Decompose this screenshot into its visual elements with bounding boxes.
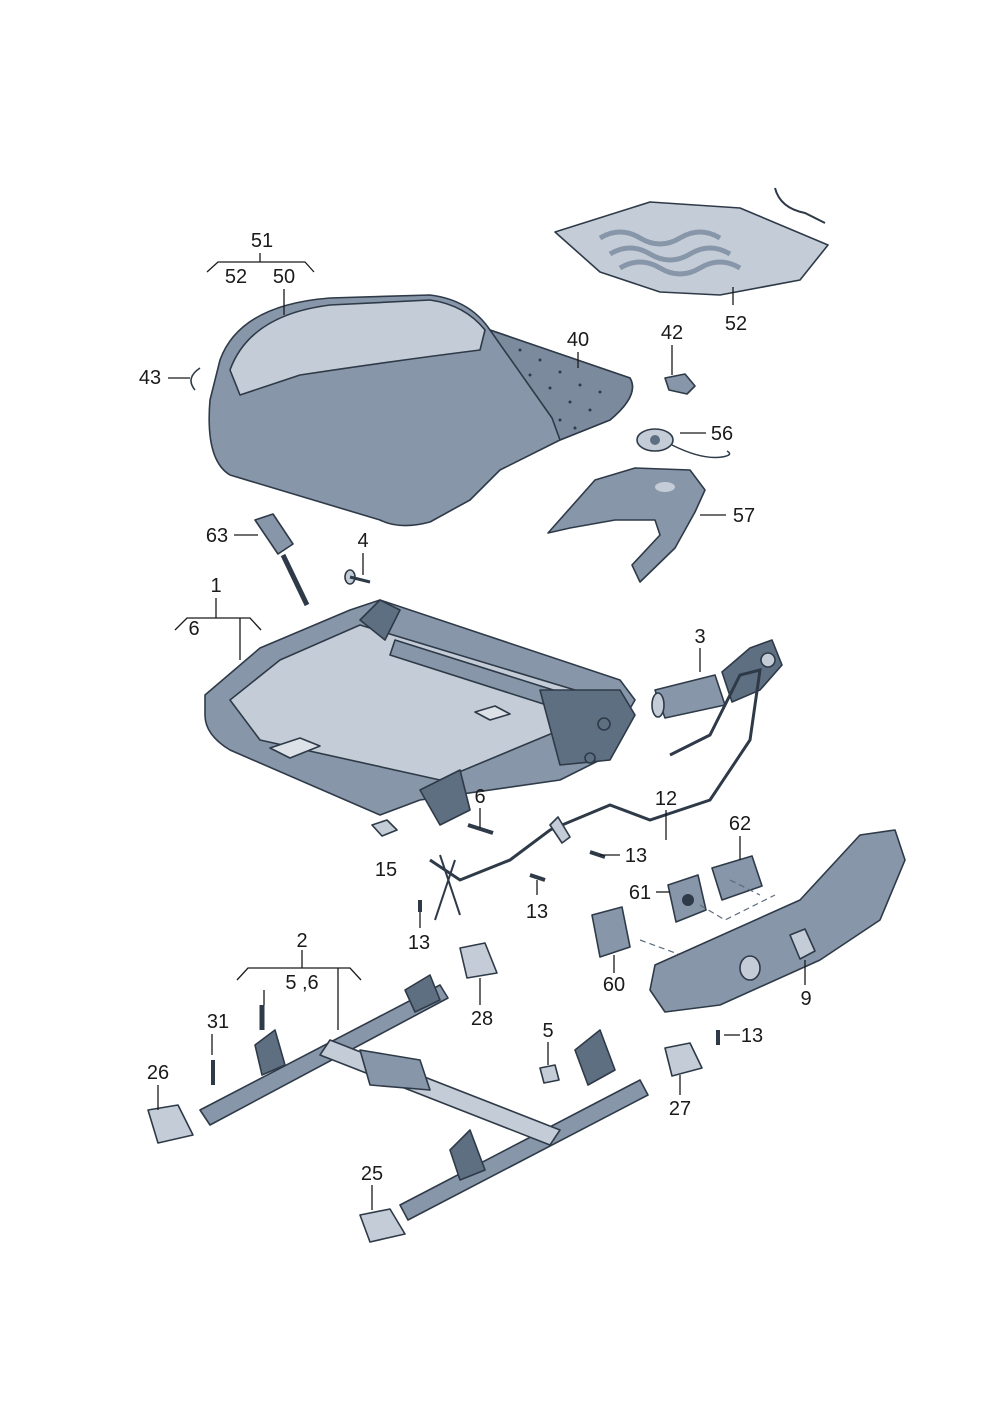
label-26: 26 [147,1062,169,1084]
label-13-c: 13 [408,932,430,954]
motor-part-3 [651,639,783,719]
label-9: 9 [800,988,811,1010]
buckle-part-63 [254,513,310,607]
label-27: 27 [669,1098,691,1120]
label-56: 56 [711,423,733,445]
label-12: 12 [655,788,677,810]
label-50: 50 [273,266,295,288]
leader-lines [157,253,806,1210]
screw-part-13b [529,873,546,882]
label-2: 2 [296,930,307,952]
label-3: 3 [694,626,705,648]
cover-part-27 [664,1042,703,1077]
label-13-b: 13 [526,901,548,923]
screw-part-13a [589,850,606,859]
seat-cushion-part-50 [208,294,634,527]
wiring-part-12 [429,668,762,921]
cover-part-28 [459,942,498,979]
nut-part-15 [371,819,398,837]
label-43: 43 [139,367,161,389]
label-52-mat: 52 [725,313,747,335]
label-6-bolt: 6 [474,786,485,808]
seat-frame-part-1 [204,599,636,826]
label-40: 40 [567,329,589,351]
label-6-frame: 6 [188,618,199,640]
label-28: 28 [471,1008,493,1030]
hook-part-42 [664,373,696,395]
cover-part-26 [147,1104,194,1144]
switch-part-62 [711,855,763,901]
label-4: 4 [357,530,368,552]
label-42: 42 [661,322,683,344]
mat-part-57 [547,467,706,583]
label-5-6: 5 ,6 [285,972,318,994]
heating-mat-part-52 [554,187,829,296]
clip-part-43 [190,367,201,391]
label-1: 1 [210,575,221,597]
label-57: 57 [733,505,755,527]
sensor-part-56 [636,428,731,459]
label-31: 31 [207,1011,229,1033]
label-5: 5 [542,1020,553,1042]
part-labels: 51 52 50 43 40 42 52 56 57 63 4 1 6 3 6 … [139,230,812,1185]
cover-part-25 [359,1208,406,1243]
label-13-a: 13 [625,845,647,867]
side-trim-part-9 [649,829,906,1013]
bolt-part-4 [344,569,371,585]
label-15: 15 [375,859,397,881]
label-63: 63 [206,525,228,547]
label-52: 52 [225,266,247,288]
label-61: 61 [629,882,651,904]
switch-part-60 [591,906,631,958]
label-60: 60 [603,974,625,996]
switch-part-61 [667,874,707,923]
label-51: 51 [251,230,273,252]
clip-part-5 [539,1064,560,1084]
label-62: 62 [729,813,751,835]
label-25: 25 [361,1163,383,1185]
label-13-d: 13 [741,1025,763,1047]
seat-rails-part-2 [199,974,649,1221]
bolt-part-6 [467,823,494,835]
